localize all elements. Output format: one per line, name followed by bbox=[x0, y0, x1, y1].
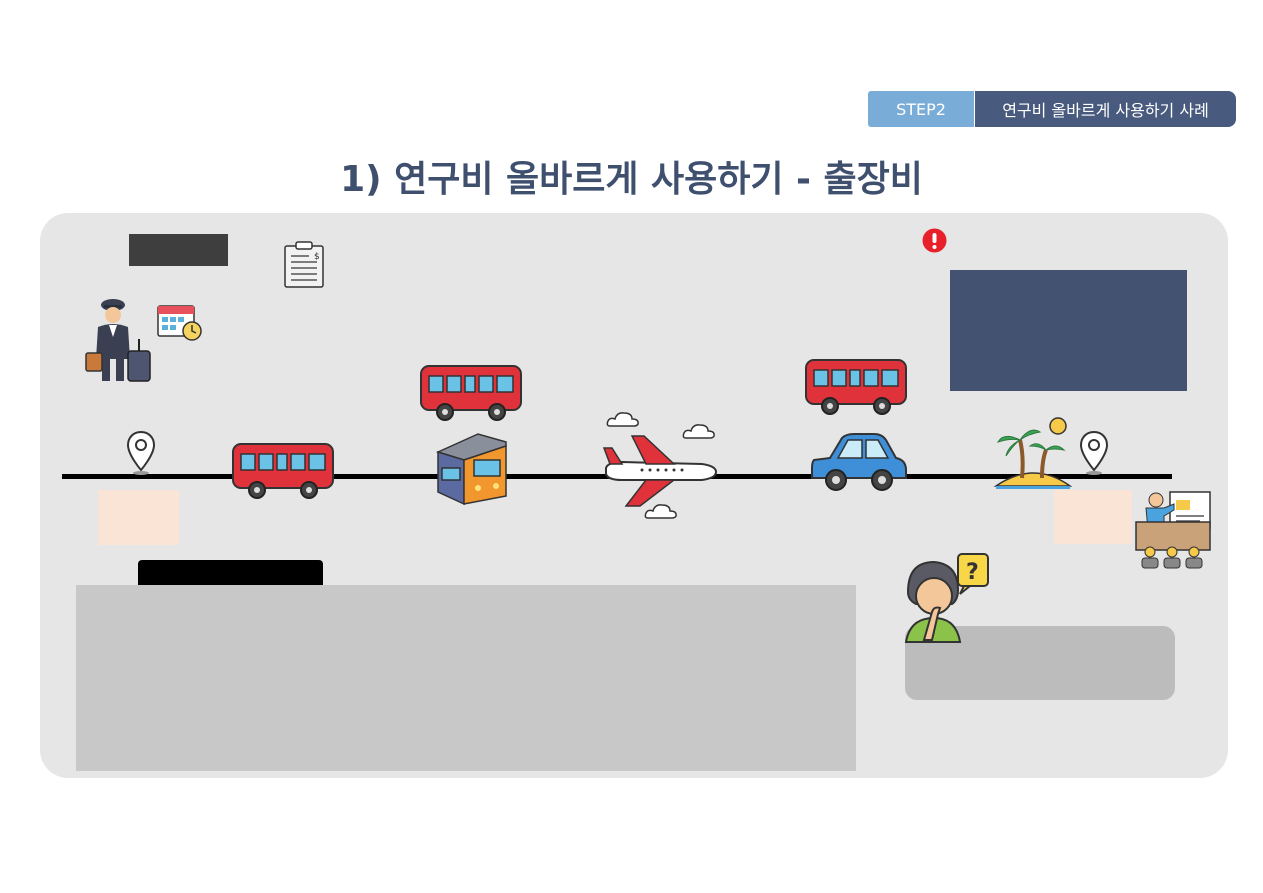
page-title: 1) 연구비 올바르게 사용하기 - 출장비 bbox=[340, 159, 923, 200]
start-label-box bbox=[98, 490, 179, 545]
calendar-clock-icon bbox=[157, 305, 202, 341]
redacted-info-box bbox=[950, 270, 1187, 391]
redacted-content-box bbox=[76, 585, 856, 771]
thinking-person-question-icon: ? bbox=[904, 553, 989, 643]
airplane-icon bbox=[602, 435, 718, 507]
car-icon bbox=[811, 433, 907, 491]
bus-icon bbox=[420, 365, 522, 421]
train-icon bbox=[435, 433, 507, 506]
cloud-icon bbox=[682, 424, 715, 439]
exclamation-alert-icon bbox=[922, 228, 947, 253]
cloud-icon bbox=[644, 504, 677, 519]
end-label-box bbox=[1054, 490, 1132, 544]
step-title: 연구비 올바르게 사용하기 사례 bbox=[975, 91, 1236, 127]
location-pin-icon bbox=[126, 430, 156, 475]
step-tag: STEP2 bbox=[868, 91, 974, 127]
clipboard-document-icon: $ bbox=[284, 241, 324, 288]
cloud-icon bbox=[606, 412, 639, 427]
tropical-island-icon bbox=[993, 417, 1073, 489]
traveler-with-luggage-icon bbox=[85, 299, 151, 382]
svg-text:?: ? bbox=[966, 560, 979, 585]
redacted-label bbox=[129, 234, 228, 266]
svg-text:$: $ bbox=[314, 252, 320, 262]
presentation-audience-icon bbox=[1135, 491, 1211, 569]
bus-icon bbox=[232, 443, 334, 499]
bus-icon bbox=[805, 359, 907, 415]
location-pin-icon bbox=[1079, 430, 1109, 475]
